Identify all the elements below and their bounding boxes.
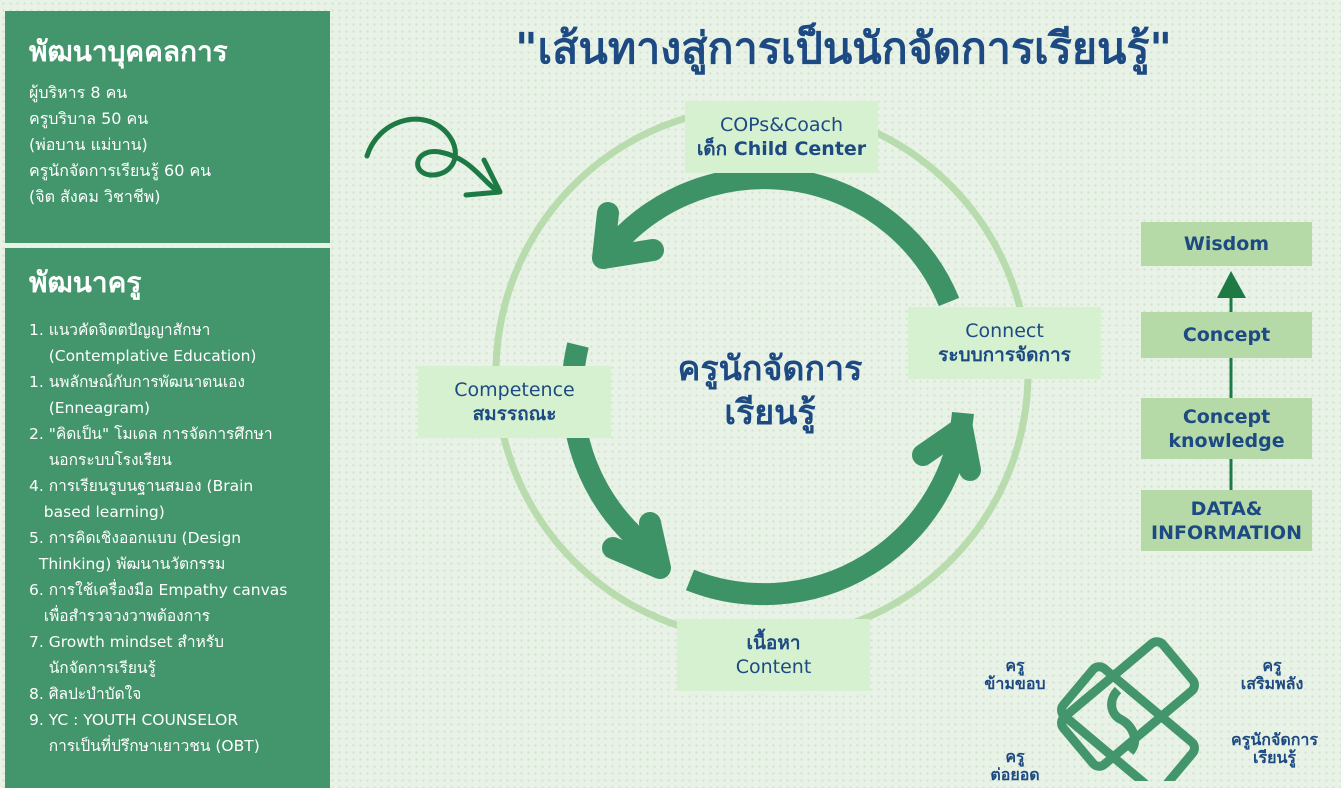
teacher-list-item: 1. แนวคัดจิตตปัญญาสักษา [29,320,211,339]
cycle-arrowhead-top [592,202,664,269]
management-system-label: ระบบการจัดการ [938,344,1071,366]
cops-coach-box: COPs&Coach เด็ก Child Center [685,101,878,173]
teacher-list-item: 5. การคิดเชิงออกแบบ (Design [29,528,242,547]
role-boundary-crossing: ครู ข้ามขอบ [975,657,1055,693]
center-line: ครูนักจัดการ [677,349,863,389]
up-arrow-icon [1217,271,1246,298]
cops-coach-label: COPs&Coach [719,114,844,136]
teacher-list-item: นักจัดการเรียนรู้ [29,658,156,677]
staff-line: (จิต สังคม วิชาชีพ) [29,186,161,206]
competence-box: Competence สมรรถณะ [418,366,611,438]
role-empowering: ครู เสริมพลัง [1222,657,1322,693]
role-line: ต่อยอด [990,765,1040,784]
staff-line: ผู้บริหาร 8 คน [29,82,128,102]
staff-development-panel: พัฒนาบุคคลการ ผู้บริหาร 8 คน ครูบริบาล 5… [5,11,330,243]
dikw-concept: Concept [1141,312,1312,358]
competence-label: Competence [454,379,575,401]
dikw-line: INFORMATION [1151,521,1302,544]
teacher-list-item: 8. ศิลปะบำบัดใจ [29,684,142,703]
role-line: ครู [1262,656,1282,675]
connect-label: Connect [965,320,1044,342]
cycle-arrowhead-left [602,512,671,579]
cycle-arc-right [685,411,974,606]
teacher-list-item: เพื่อสำรวจวงวาพต้องการ [29,606,211,625]
dikw-line: Concept [1182,405,1271,428]
role-learning-manager: ครูนักจัดการ เรียนรู้ [1212,731,1337,767]
role-line: เสริมพลัง [1240,674,1304,693]
teacher-list-item: (Enneagram) [29,398,151,417]
dikw-wisdom: Wisdom [1141,222,1312,266]
teacher-list-item: based learning) [29,502,165,521]
staff-panel-heading: พัฒนาบุคคลการ [29,35,228,68]
role-line: ครูนักจัดการ [1231,730,1318,749]
squiggle-arrowhead [463,157,503,198]
dikw-concept-knowledge: Concept knowledge [1141,398,1312,459]
teacher-list-item: 7. Growth mindset สำหรับ [29,632,224,651]
teacher-list-item: 4. การเรียนรูบนฐานสมอง (Brain [29,476,254,495]
cycle-arrowhead-right [912,417,981,481]
teacher-development-panel: พัฒนาครู 1. แนวคัดจิตตปัญญาสักษา (Contem… [5,248,330,788]
teacher-list-item: (Contemplative Education) [29,346,257,365]
teacher-list-item: Thinking) พัฒนานวัตกรรม [29,554,226,573]
teacher-panel-heading: พัฒนาครู [29,266,142,299]
cycle-center-label: ครูนักจัดการ เรียนรู้ [640,347,900,435]
competence-thai-label: สมรรถณะ [472,403,557,425]
squiggle-arrow-icon [364,116,499,193]
dikw-line: DATA& [1190,497,1263,520]
center-line: เรียนรู้ [724,393,816,433]
handshake-icon [1057,637,1199,781]
dikw-data-information: DATA& INFORMATION [1141,490,1312,551]
teacher-list-item: การเป็นที่ปรึกษาเยาวชน (OBT) [29,736,260,755]
dikw-line: knowledge [1168,429,1285,452]
cycle-arc-top [599,167,960,307]
role-line: ครู [1005,747,1025,766]
content-thai-label: เนื้อหา [746,632,801,654]
role-line: ครู [1005,656,1025,675]
teacher-list-item: 9. YC : YOUTH COUNSELOR [29,710,239,729]
staff-line: (พ่อบาน แม่บาน) [29,134,148,154]
content-box: เนื้อหา Content [677,619,870,691]
staff-line: ครูบริบาล 50 คน [29,108,149,128]
teacher-list-item: นอกระบบโรงเรียน [29,450,172,469]
child-center-label: เด็ก Child Center [696,138,867,160]
page-title: "เส้นทางสู่การเป็นนักจัดการเรียนรู้" [515,24,1172,74]
teacher-list-item: 2. "คิดเป็น" โมเดล การจัดการศึกษา [29,424,273,443]
connect-box: Connect ระบบการจัดการ [908,307,1101,379]
teacher-list-item: 1. นพลักษณ์กับการพัฒนาตนเอง [29,372,246,391]
role-extending: ครู ต่อยอด [975,748,1055,784]
staff-line: ครูนักจัดการเรียนรู้ 60 คน [29,160,212,180]
content-label: Content [735,656,812,678]
teacher-list-item: 6. การใช้เครื่องมือ Empathy canvas [29,580,288,599]
role-line: ข้ามขอบ [984,674,1046,693]
role-line: เรียนรู้ [1253,748,1296,767]
